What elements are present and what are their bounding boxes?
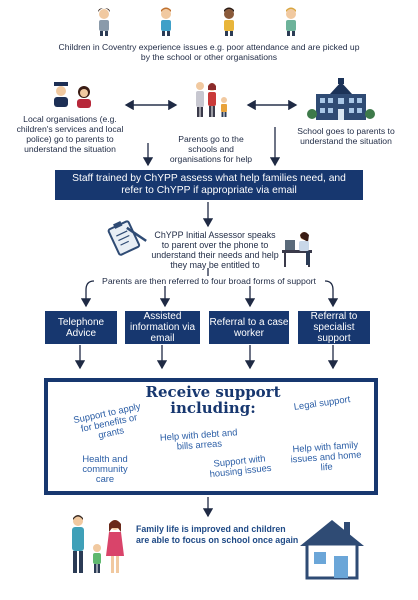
support-item-benefits: Support to apply for benefits or grants <box>72 400 142 441</box>
referral-text: Parents are then referred to four broad … <box>94 276 324 286</box>
support-form-case-worker: Referral to a case worker <box>209 311 289 344</box>
children-icon <box>98 7 296 36</box>
assessment-banner: Staff trained by ChYPP assess what help … <box>55 170 363 200</box>
support-item-legal: Legal support <box>293 393 351 412</box>
support-item-health: Health and community care <box>82 453 128 484</box>
support-item-family: Help with family issues and home life <box>290 438 362 473</box>
arrow-branch-1 <box>80 280 95 308</box>
route-middle-text: Parents go to the schools and organisati… <box>169 134 253 164</box>
arrow-branch-4 <box>324 280 339 308</box>
outcome-text: Family life is improved and children are… <box>136 524 299 545</box>
support-item-debt: Help with debt and bills arreas <box>159 426 238 452</box>
parents-icon <box>196 82 227 117</box>
school-building-icon <box>307 78 375 120</box>
house-icon <box>300 520 364 580</box>
support-form-telephone-advice: Telephone Advice <box>45 311 117 344</box>
route-right-text: School goes to parents to understand the… <box>297 126 395 146</box>
intro-text: Children in Coventry experience issues e… <box>58 42 360 62</box>
assessor-at-desk-icon <box>282 232 312 267</box>
support-form-specialist: Referral to specialist support <box>298 311 370 344</box>
police-and-social-worker-icon <box>54 82 91 108</box>
support-item-housing: Support with housing issues <box>209 452 272 480</box>
support-box-title: Receive support including: <box>145 383 281 417</box>
clipboard-icon <box>107 220 147 256</box>
route-left-text: Local organisations (e.g. children's ser… <box>16 114 124 154</box>
support-form-assisted-email: Assisted information via email <box>125 311 200 344</box>
family-icon <box>72 515 124 573</box>
support-box: Receive support including: Support to ap… <box>44 378 378 495</box>
assessor-text: ChYPP Initial Assessor speaks to parent … <box>151 230 279 270</box>
